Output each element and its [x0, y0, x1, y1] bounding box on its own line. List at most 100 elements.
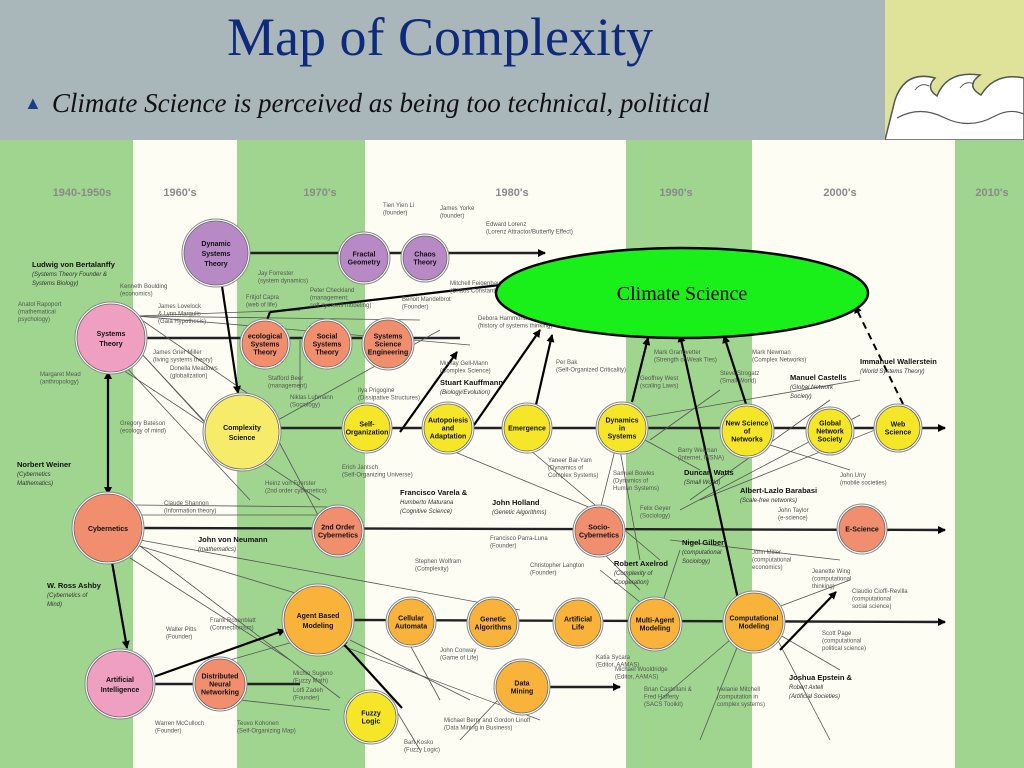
node-escience[interactable]: E-Science [837, 504, 887, 554]
annotation-pitts: Walter Pitts(Founder) [166, 627, 196, 641]
annotation-line: Stuart Kauffmann [440, 378, 503, 387]
annotation-line: Brian Castellani & [644, 687, 692, 693]
annotation-line: Immanuel Wallerstein [860, 357, 937, 366]
annotation-line: Jay Forrester [258, 271, 293, 277]
annotation-line: political science) [822, 646, 866, 652]
node-label: Agent Based [297, 613, 340, 620]
annotation-line: (Chaos Constant) [450, 289, 497, 295]
annotation-line: (Founder) [166, 635, 192, 641]
annotation-line: (system dynamics) [258, 279, 308, 285]
annotation-line: Katia Sycara [596, 655, 631, 661]
annotation-line: Steve Strogatz [720, 371, 759, 377]
annotation-line: Tien Yien Li [383, 203, 414, 209]
annotation-line: (computational [812, 577, 851, 583]
annotation-line: Felix Geyer [640, 506, 671, 512]
annotation-west: Geoffrey West(scaling Laws) [640, 376, 678, 390]
node-label: Networking [201, 689, 239, 696]
annotation-line: Frank Rosenblatt [210, 618, 256, 624]
annotation-line: Anatol Rapoport [18, 302, 62, 308]
node-label: Geometry [348, 259, 381, 266]
annotation-line: John Miller [752, 550, 781, 556]
annotation-line: Jeanette Wing [812, 569, 850, 575]
annotation-line: (Dynamics of [548, 466, 583, 472]
node-label: Emergence [508, 425, 546, 432]
annotation-beer: Stafford Beer(management) [268, 376, 307, 390]
annotation-line: Mind) [47, 602, 62, 608]
annotation-line: Fritjof Capra [246, 295, 280, 301]
annotation-line: Humberto Maturana [400, 500, 454, 506]
annotation-line: (Small World) [684, 480, 720, 486]
node-label: Cybernetics [318, 532, 358, 539]
annotation-line: (Small World) [720, 379, 756, 385]
annotation-line: (Self-Organizing Map) [237, 729, 296, 735]
node-emergence[interactable]: Emergence [502, 403, 552, 453]
node-label: Society [818, 436, 843, 443]
annotation-line: Lotfi Zadeh [293, 688, 323, 694]
node-selforg[interactable]: Self-Organization [342, 403, 392, 453]
decade-label: 1960's [163, 187, 196, 199]
node-label: Algorithms [475, 624, 512, 631]
annotation-line: (Sociology) [640, 514, 670, 520]
bullet-text: Climate Science is perceived as being to… [52, 88, 710, 118]
annotation-line: Geoffrey West [640, 376, 678, 382]
node-label: Theory [204, 261, 227, 268]
annotation-line: (Artificial Societies) [789, 694, 840, 700]
annotation-line: Robert Axtell [789, 685, 824, 691]
decade-label: 1990's [659, 187, 692, 199]
annotation-line: Robert Axelrod [614, 559, 668, 568]
annotation-line: (Biology/Evolution) [440, 390, 490, 396]
annotation-line: Bart Kosko [404, 740, 434, 746]
node-cybernetics[interactable]: Cybernetics [72, 492, 144, 564]
annotation-line: (Cybernetics [17, 472, 51, 478]
annotation-line: (Systems Theory Founder & [32, 272, 107, 278]
slide-title: Map of Complexity [0, 6, 880, 68]
node-label: Engineering [368, 349, 408, 356]
annotation-line: John Taylor [778, 508, 809, 514]
annotation-line: (e-science) [778, 516, 808, 522]
node-label: Science [229, 435, 256, 442]
annotation-line: Michio Sugeno [293, 671, 333, 677]
node-socio[interactable]: Socio-Cybernetics [573, 505, 625, 557]
annotation-line: social science) [852, 604, 891, 610]
annotation-line: Mark Granovetter [654, 350, 701, 356]
annotation-line: James Lovelock [158, 304, 202, 310]
annotation-wellman: Barry Wellman(Internet, INSNA) [678, 448, 724, 462]
annotation-line: (mathematical [18, 310, 56, 316]
node-label: Neural [209, 681, 231, 688]
bullet-point: ▲Climate Science is perceived as being t… [24, 88, 710, 119]
annotation-line: (Self-Organizing Universe) [342, 473, 413, 479]
annotation-line: (SACS Toolkit) [644, 702, 683, 708]
node-label: Logic [362, 718, 381, 725]
annotation-rosenblatt: Frank Rosenblatt(Connectionism) [210, 618, 256, 632]
annotation-lovelock: James Lovelock& Lynn Margulis(Gaia Hypot… [158, 304, 206, 325]
annotation-sugeno: Michio Sugeno(Fuzzy Math) [293, 671, 333, 685]
annotation-line: Teuvo Kohonen [237, 721, 279, 727]
annotation-line: (Founder) [293, 696, 319, 702]
node-label: Theory [413, 259, 436, 266]
node-label: Cybernetics [579, 532, 619, 539]
